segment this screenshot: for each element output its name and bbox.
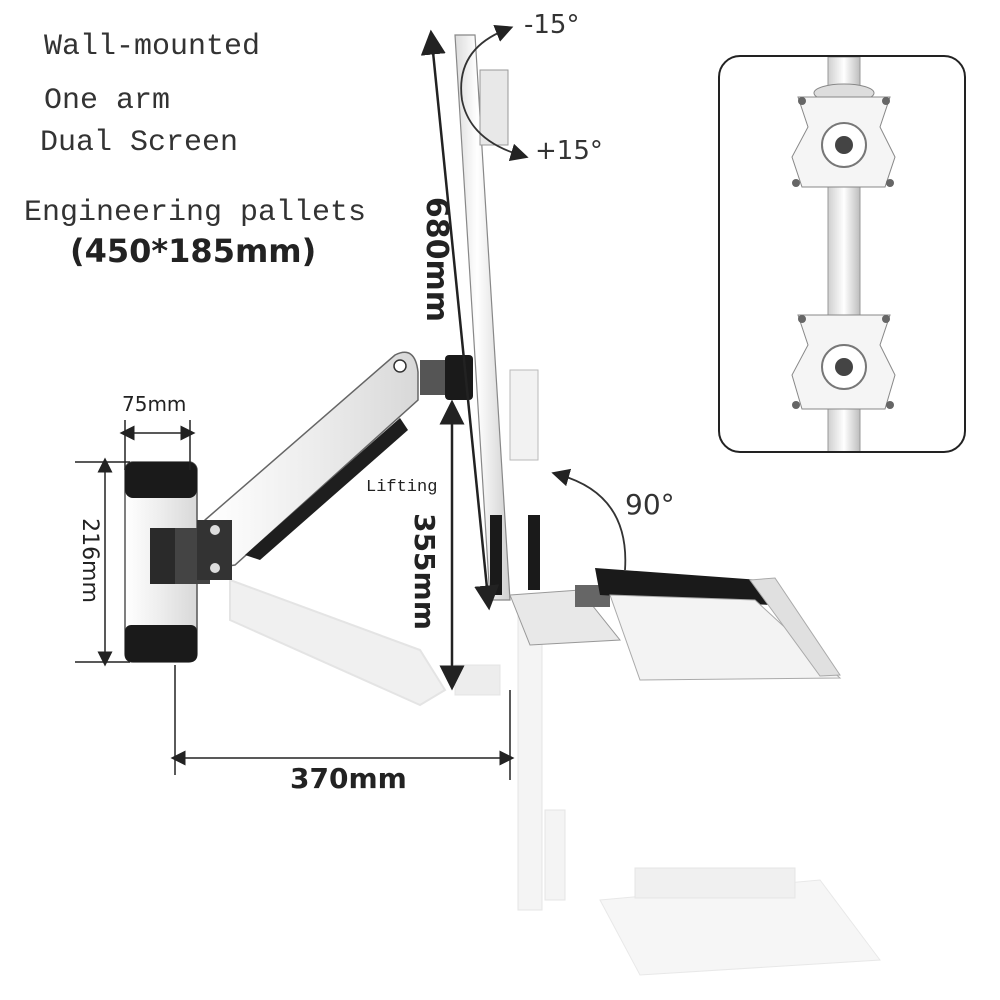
rotation-label: 90° (625, 488, 675, 521)
dim-370mm (170, 665, 515, 780)
dim-680mm (420, 29, 500, 611)
rotation-arc (551, 468, 627, 571)
feature-wall-mounted: Wall-mounted (44, 30, 261, 64)
vesa-plate-lower (791, 314, 896, 410)
dim-label-680mm: 680mm (419, 196, 455, 323)
dim-label-370mm: 370mm (290, 762, 407, 795)
lifting-label: Lifting (366, 478, 438, 497)
pallets-size: (450*185mm) (70, 232, 317, 270)
dim-label-355mm: 355mm (407, 513, 441, 630)
dim-label-216mm: 216mm (76, 518, 102, 603)
dim-label-75mm: 75mm (122, 392, 187, 416)
ghost-lower-arm (229, 578, 501, 707)
ghost-pole (517, 609, 881, 976)
vesa-plate-upper (791, 96, 896, 188)
tilt-up-label: -15° (524, 10, 580, 40)
feature-one-arm: One arm (44, 84, 171, 118)
vertical-pole (454, 34, 540, 601)
keyboard-tray (509, 568, 842, 681)
dim-216mm (75, 457, 130, 667)
feature-dual-screen: Dual Screen (40, 126, 239, 160)
vesa-detail-illustration (791, 57, 896, 451)
tilt-arc (460, 24, 529, 162)
pallets-label: Engineering pallets (24, 196, 367, 230)
vesa-detail-inset (718, 55, 966, 453)
tilt-down-label: +15° (535, 136, 603, 166)
